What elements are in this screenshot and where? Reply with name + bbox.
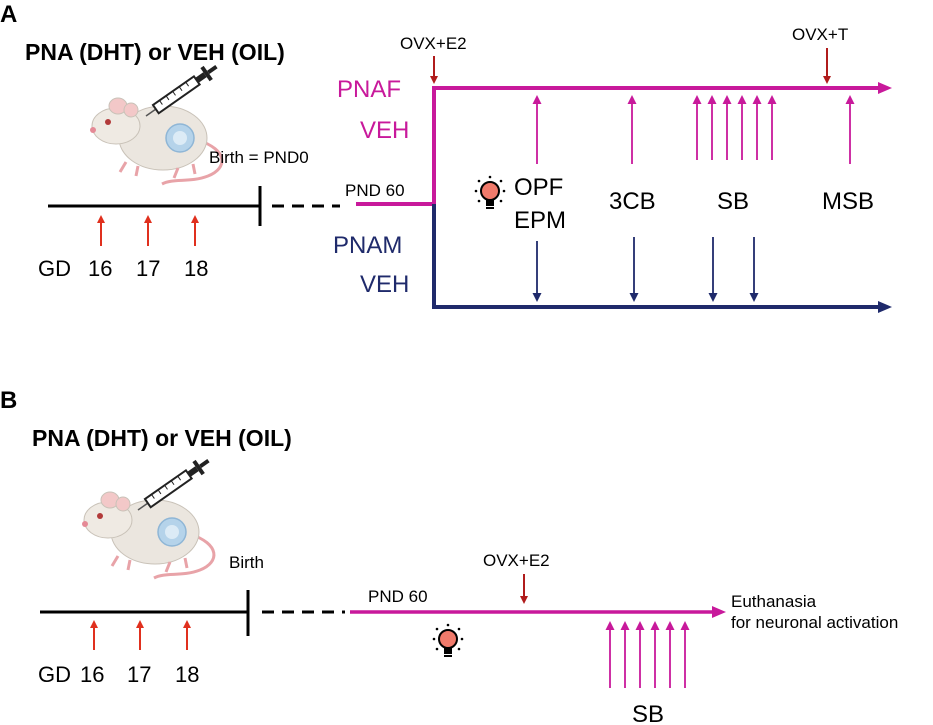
treatment-ovx-e2-label: OVX+E2 <box>400 34 467 53</box>
pnam-test-arrows <box>532 237 759 302</box>
pnd60-label: PND 60 <box>345 181 405 200</box>
panel-b-letter: B <box>0 387 17 414</box>
test-3cb-label: 3CB <box>609 188 656 215</box>
gd-label: GD <box>38 662 71 687</box>
test-sb-label: SB <box>632 701 664 725</box>
group-pnam-label: PNAM <box>333 232 402 259</box>
gd-day-17: 17 <box>136 256 160 281</box>
panel-a: A PNA (DHT) or VEH (OIL) Birth = PND0 GD… <box>0 1 892 313</box>
test-epm-label: EPM <box>514 207 566 234</box>
panel-a-title: PNA (DHT) or VEH (OIL) <box>25 39 285 65</box>
birth-label: Birth <box>229 553 264 572</box>
test-msb-label: MSB <box>822 188 874 215</box>
panel-b-title: PNA (DHT) or VEH (OIL) <box>32 425 292 451</box>
endpoint-label-line2: for neuronal activation <box>731 613 898 632</box>
gd-day-16: 16 <box>88 256 112 281</box>
gd-label: GD <box>38 256 71 281</box>
pnaf-test-arrows <box>532 95 855 164</box>
test-opf-label: OPF <box>514 174 563 201</box>
pnam-timeline <box>432 204 892 313</box>
mouse-injection-icon <box>88 58 224 186</box>
endpoint-label-line1: Euthanasia <box>731 592 817 611</box>
test-sb-label: SB <box>717 188 749 215</box>
sb-test-arrows <box>605 621 690 688</box>
mouse-injection-icon <box>80 452 216 580</box>
light-dark-cycle-icon <box>415 622 465 659</box>
gd-day-18: 18 <box>184 256 208 281</box>
treatment-ovx-t-label: OVX+T <box>792 25 848 44</box>
pnd60-label: PND 60 <box>368 587 428 606</box>
panel-b: B PNA (DHT) or VEH (OIL) Birth GD 16 17 … <box>0 387 898 725</box>
group-pnaf-veh-label: VEH <box>360 117 409 144</box>
gd-day-16: 16 <box>80 662 104 687</box>
group-pnam-veh-label: VEH <box>360 271 409 298</box>
birth-label: Birth = PND0 <box>209 148 309 167</box>
panel-a-letter: A <box>0 1 17 28</box>
gd-day-17: 17 <box>127 662 151 687</box>
light-dark-cycle-icon <box>457 174 507 211</box>
treatment-ovx-e2-label: OVX+E2 <box>483 551 550 570</box>
group-pnaf-label: PNAF <box>337 76 401 103</box>
gd-day-18: 18 <box>175 662 199 687</box>
pnaf-timeline <box>432 82 892 204</box>
